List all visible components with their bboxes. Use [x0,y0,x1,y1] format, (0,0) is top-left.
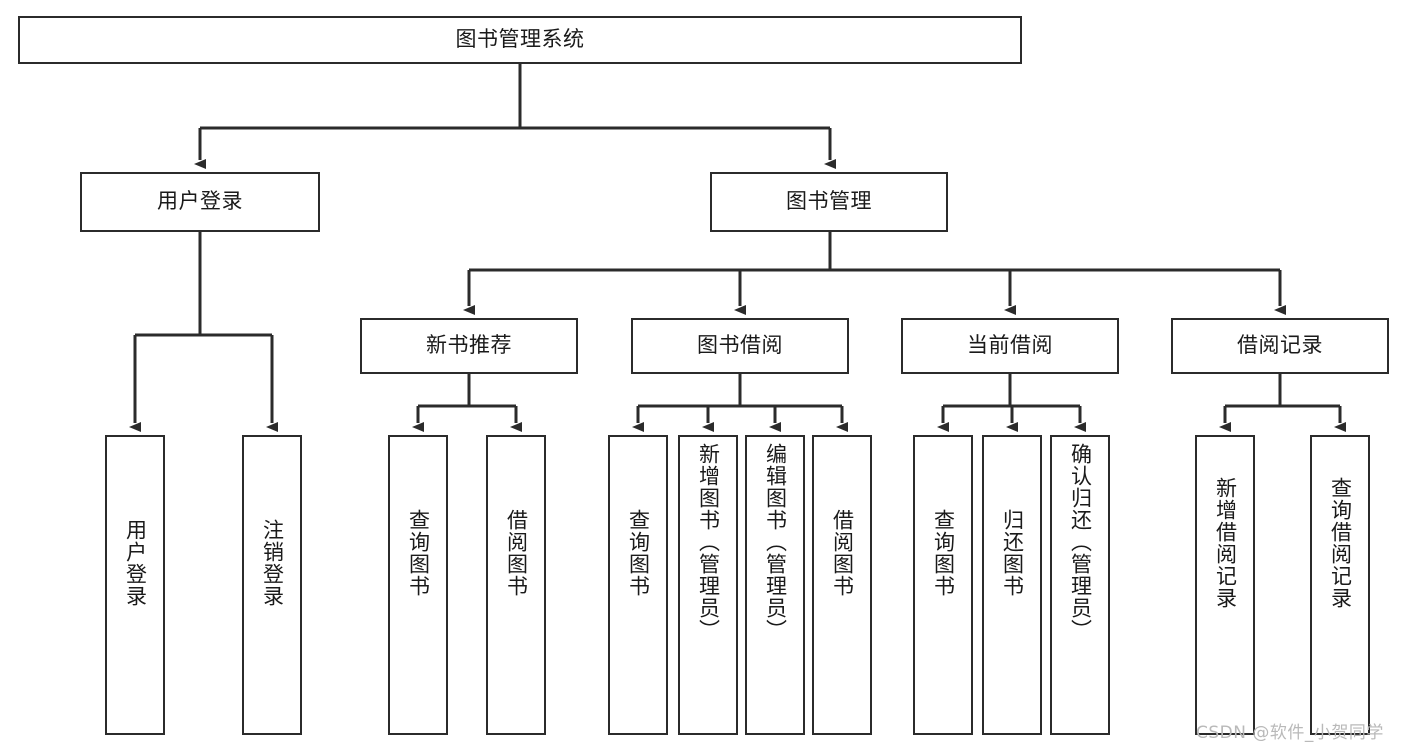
node-book-manage-label: 图书管理 [786,189,872,214]
leaf-borrow-book-label: 借阅图书 [830,509,855,597]
leaf-user-login-label: 用户登录 [123,519,148,607]
leaf-edit-book-admin-label: 编辑图书（管理员） [763,443,788,641]
leaf-add-book-admin[interactable]: 新增图书（管理员） [678,435,738,735]
node-borrow-record-label: 借阅记录 [1237,333,1323,358]
node-new-book-recommend[interactable]: 新书推荐 [360,318,578,374]
node-book-borrow[interactable]: 图书借阅 [631,318,849,374]
node-current-borrow[interactable]: 当前借阅 [901,318,1119,374]
leaf-confirm-return-admin[interactable]: 确认归还（管理员） [1050,435,1110,735]
leaf-return-book[interactable]: 归还图书 [982,435,1042,735]
leaf-user-login[interactable]: 用户登录 [105,435,165,735]
edge-group-new-book-rec [412,374,522,432]
edge-group-book-borrow [632,374,848,432]
edge-group-current-borrow [937,374,1086,432]
node-user-login[interactable]: 用户登录 [80,172,320,232]
leaf-query-book-current[interactable]: 查询图书 [913,435,973,735]
leaf-confirm-return-admin-label: 确认归还（管理员） [1068,443,1093,641]
node-new-book-recommend-label: 新书推荐 [426,333,512,358]
node-root[interactable]: 图书管理系统 [18,16,1022,64]
edge-group-root [194,64,836,169]
leaf-borrow-book-recommend[interactable]: 借阅图书 [486,435,546,735]
edge-group-user-login [129,232,278,432]
node-current-borrow-label: 当前借阅 [967,333,1053,358]
csdn-watermark: CSDN @软件_小贺同学 [1196,723,1384,743]
leaf-query-book-borrow[interactable]: 查询图书 [608,435,668,735]
leaf-query-borrow-record[interactable]: 查询借阅记录 [1310,435,1370,735]
edge-group-borrow-record [1219,374,1346,432]
edge-group-book-manage [463,232,1286,315]
leaf-user-logout-label: 注销登录 [260,519,285,607]
leaf-query-borrow-record-label: 查询借阅记录 [1328,477,1353,609]
leaf-borrow-book[interactable]: 借阅图书 [812,435,872,735]
leaf-return-book-label: 归还图书 [1000,509,1025,597]
node-user-login-label: 用户登录 [157,189,243,214]
leaf-add-borrow-record[interactable]: 新增借阅记录 [1195,435,1255,735]
leaf-query-book-borrow-label: 查询图书 [626,509,651,597]
leaf-borrow-book-recommend-label: 借阅图书 [504,509,529,597]
node-book-manage[interactable]: 图书管理 [710,172,948,232]
leaf-query-book-recommend[interactable]: 查询图书 [388,435,448,735]
leaf-query-book-recommend-label: 查询图书 [406,509,431,597]
leaf-user-logout[interactable]: 注销登录 [242,435,302,735]
leaf-add-book-admin-label: 新增图书（管理员） [696,443,721,641]
node-book-borrow-label: 图书借阅 [697,333,783,358]
node-root-label: 图书管理系统 [455,27,585,52]
leaf-query-book-current-label: 查询图书 [931,509,956,597]
leaf-edit-book-admin[interactable]: 编辑图书（管理员） [745,435,805,735]
node-borrow-record[interactable]: 借阅记录 [1171,318,1389,374]
leaf-add-borrow-record-label: 新增借阅记录 [1213,477,1238,609]
